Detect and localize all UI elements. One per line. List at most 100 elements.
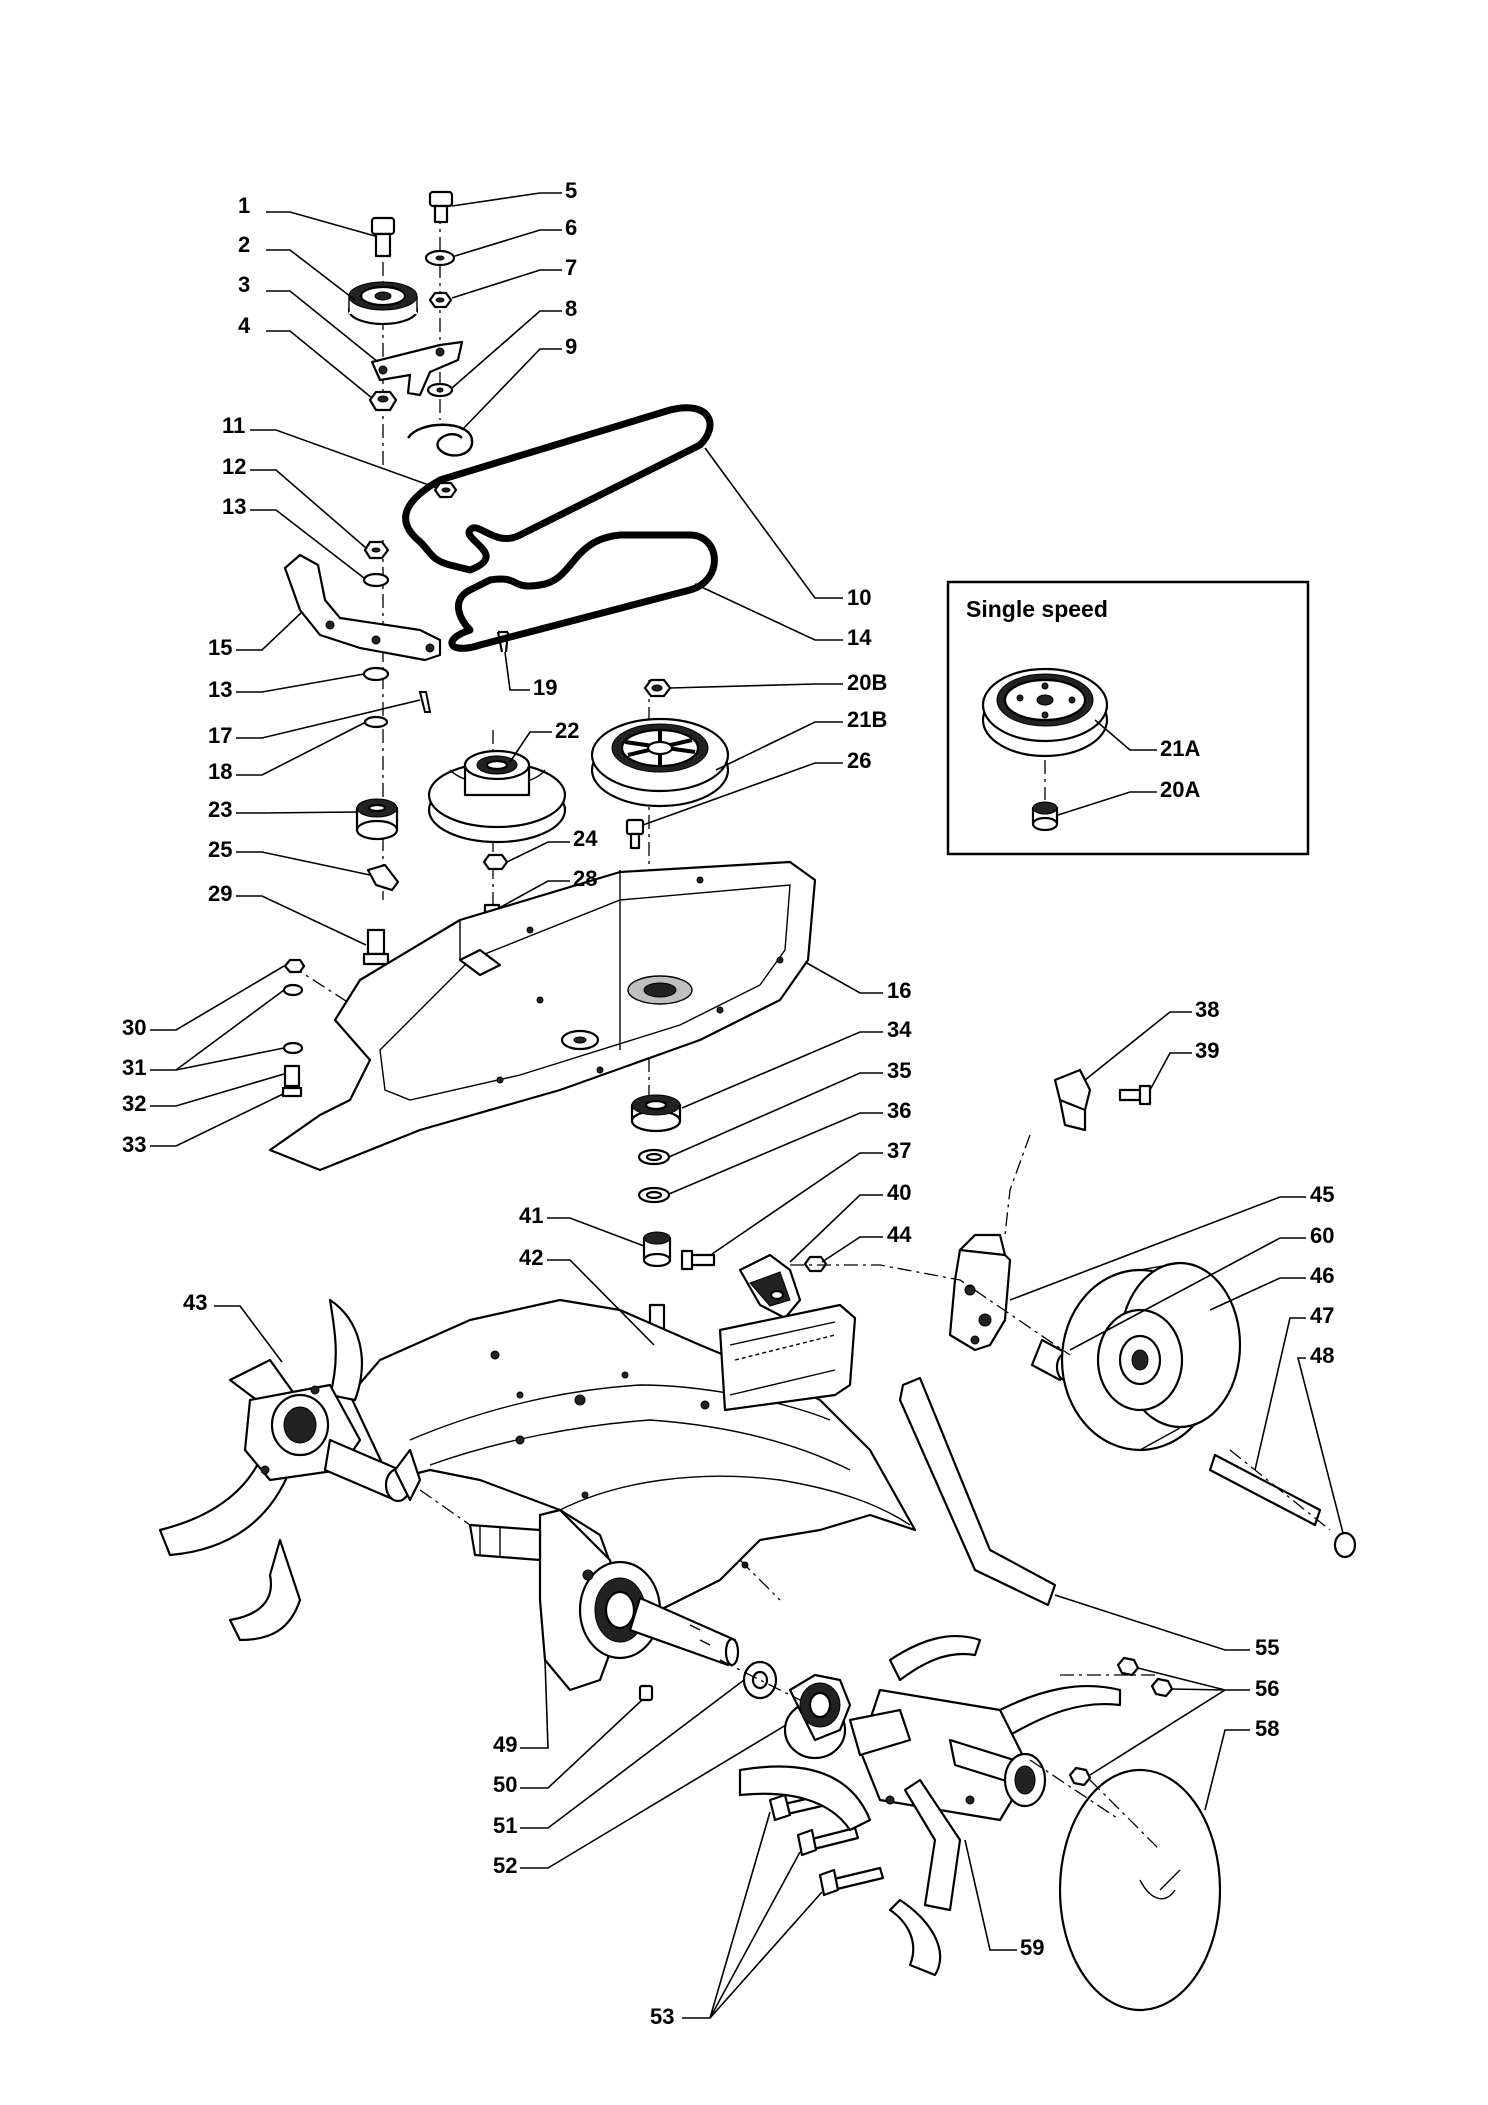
callout-11: 11 [222,413,245,438]
leader-24 [506,841,570,863]
callout-45: 45 [1310,1182,1334,1207]
callout-25: 25 [208,837,232,862]
callout-34: 34 [887,1017,912,1042]
part-21B-pulley [590,717,730,808]
leader-12 [250,469,367,549]
part-33-bolt [281,1086,303,1098]
callout-29: 29 [208,881,232,906]
leader-31 [150,989,285,1071]
callout-17: 17 [208,723,232,748]
leader-19 [504,651,530,691]
callout-12: 12 [222,454,246,479]
single-speed-inset: Single speed [946,580,1310,856]
callout-56: 56 [1255,1676,1279,1701]
part-40-handle-lever [738,1253,802,1320]
leader-20A [1057,791,1157,816]
part-1-bolt [370,216,396,258]
part-39-pin [1118,1084,1152,1106]
leader-25 [236,851,371,876]
callout-6: 6 [565,215,577,240]
callout-39: 39 [1195,1038,1219,1063]
callout-labels: 1 2 3 4 5 6 7 8 9 10 11 12 13 14 15 13 1… [122,178,1334,2029]
leader-13a [250,509,365,579]
part-tine-shaft [628,1596,740,1667]
callout-48: 48 [1310,1343,1334,1368]
part-22-pulley [427,749,567,844]
part-4-nut [368,390,398,412]
part-12-nut [363,540,390,560]
callout-35: 35 [887,1058,911,1083]
callout-30: 30 [122,1015,146,1040]
leader-16 [804,961,883,994]
part-48-clip [1333,1531,1357,1559]
callout-1: 1 [238,193,250,218]
leader-23 [236,811,357,814]
callout-38: 38 [1195,997,1219,1022]
leader-22 [509,731,552,763]
leader-44 [821,1236,883,1263]
leader-15 [236,611,303,651]
leader-3 [266,290,379,363]
part-52-hub [783,1673,852,1760]
callout-23: 23 [208,797,232,822]
part-51-washer [742,1660,778,1700]
leader-10 [704,447,843,599]
part-7-nut [428,291,453,309]
leader-48 [1296,1357,1344,1534]
part-3-bracket [370,340,464,397]
leader-51 [520,1679,745,1829]
part-25-bracket [366,863,400,892]
callout-3: 3 [238,272,250,297]
callout-21B: 21B [847,707,887,732]
callout-26: 26 [847,748,871,773]
leader-8 [451,310,562,389]
part-26-bolt [625,818,645,850]
part-18-washer [363,715,389,729]
callout-2: 2 [238,232,250,257]
inset-label-21A: 21A [1160,736,1200,761]
leader-9 [461,348,562,431]
part-32-spacer [283,1064,301,1088]
part-19-clip [496,630,510,653]
leader-11 [250,429,438,489]
leader-46 [1209,1277,1306,1311]
callout-59: 59 [1020,1935,1044,1960]
part-38-knob [1053,1068,1092,1132]
callout-5: 5 [565,178,577,203]
part-55-drag-bar [898,1376,1057,1607]
leader-55 [1054,1594,1250,1651]
leader-21A [1094,719,1157,751]
leader-42 [547,1259,655,1346]
leader-49 [520,1659,549,1749]
part-8-washer [426,382,454,398]
callout-33: 33 [122,1132,146,1157]
leader-14 [694,583,843,641]
part-13-washer-lower [362,666,390,682]
leader-26 [642,762,843,826]
callout-53: 53 [650,2004,674,2029]
part-58-wheel-disc [1058,1768,1222,2012]
part-50-plug [638,1684,654,1702]
callout-13a: 13 [222,494,246,519]
leader-40 [789,1194,883,1263]
leader-50 [520,1699,643,1789]
callout-55: 55 [1255,1635,1279,1660]
part-6-washer [424,249,456,267]
callout-18: 18 [208,759,232,784]
part-13-washer-upper [362,572,390,588]
leader-34 [681,1031,883,1109]
leader-41 [547,1217,645,1247]
part-34-bearing [630,1094,682,1133]
callout-37: 37 [887,1138,911,1163]
part-2-idler-pulley [347,281,419,326]
leader-45 [1009,1196,1306,1301]
part-24-nut [482,853,509,871]
leader-13b [236,673,365,693]
part-23-pulley [355,798,399,841]
leader-18 [236,721,367,776]
part-46-wheel [1060,1261,1242,1452]
part-15-tension-arm [283,553,442,662]
leader-35 [668,1072,883,1158]
part-20B-nut [643,678,672,698]
